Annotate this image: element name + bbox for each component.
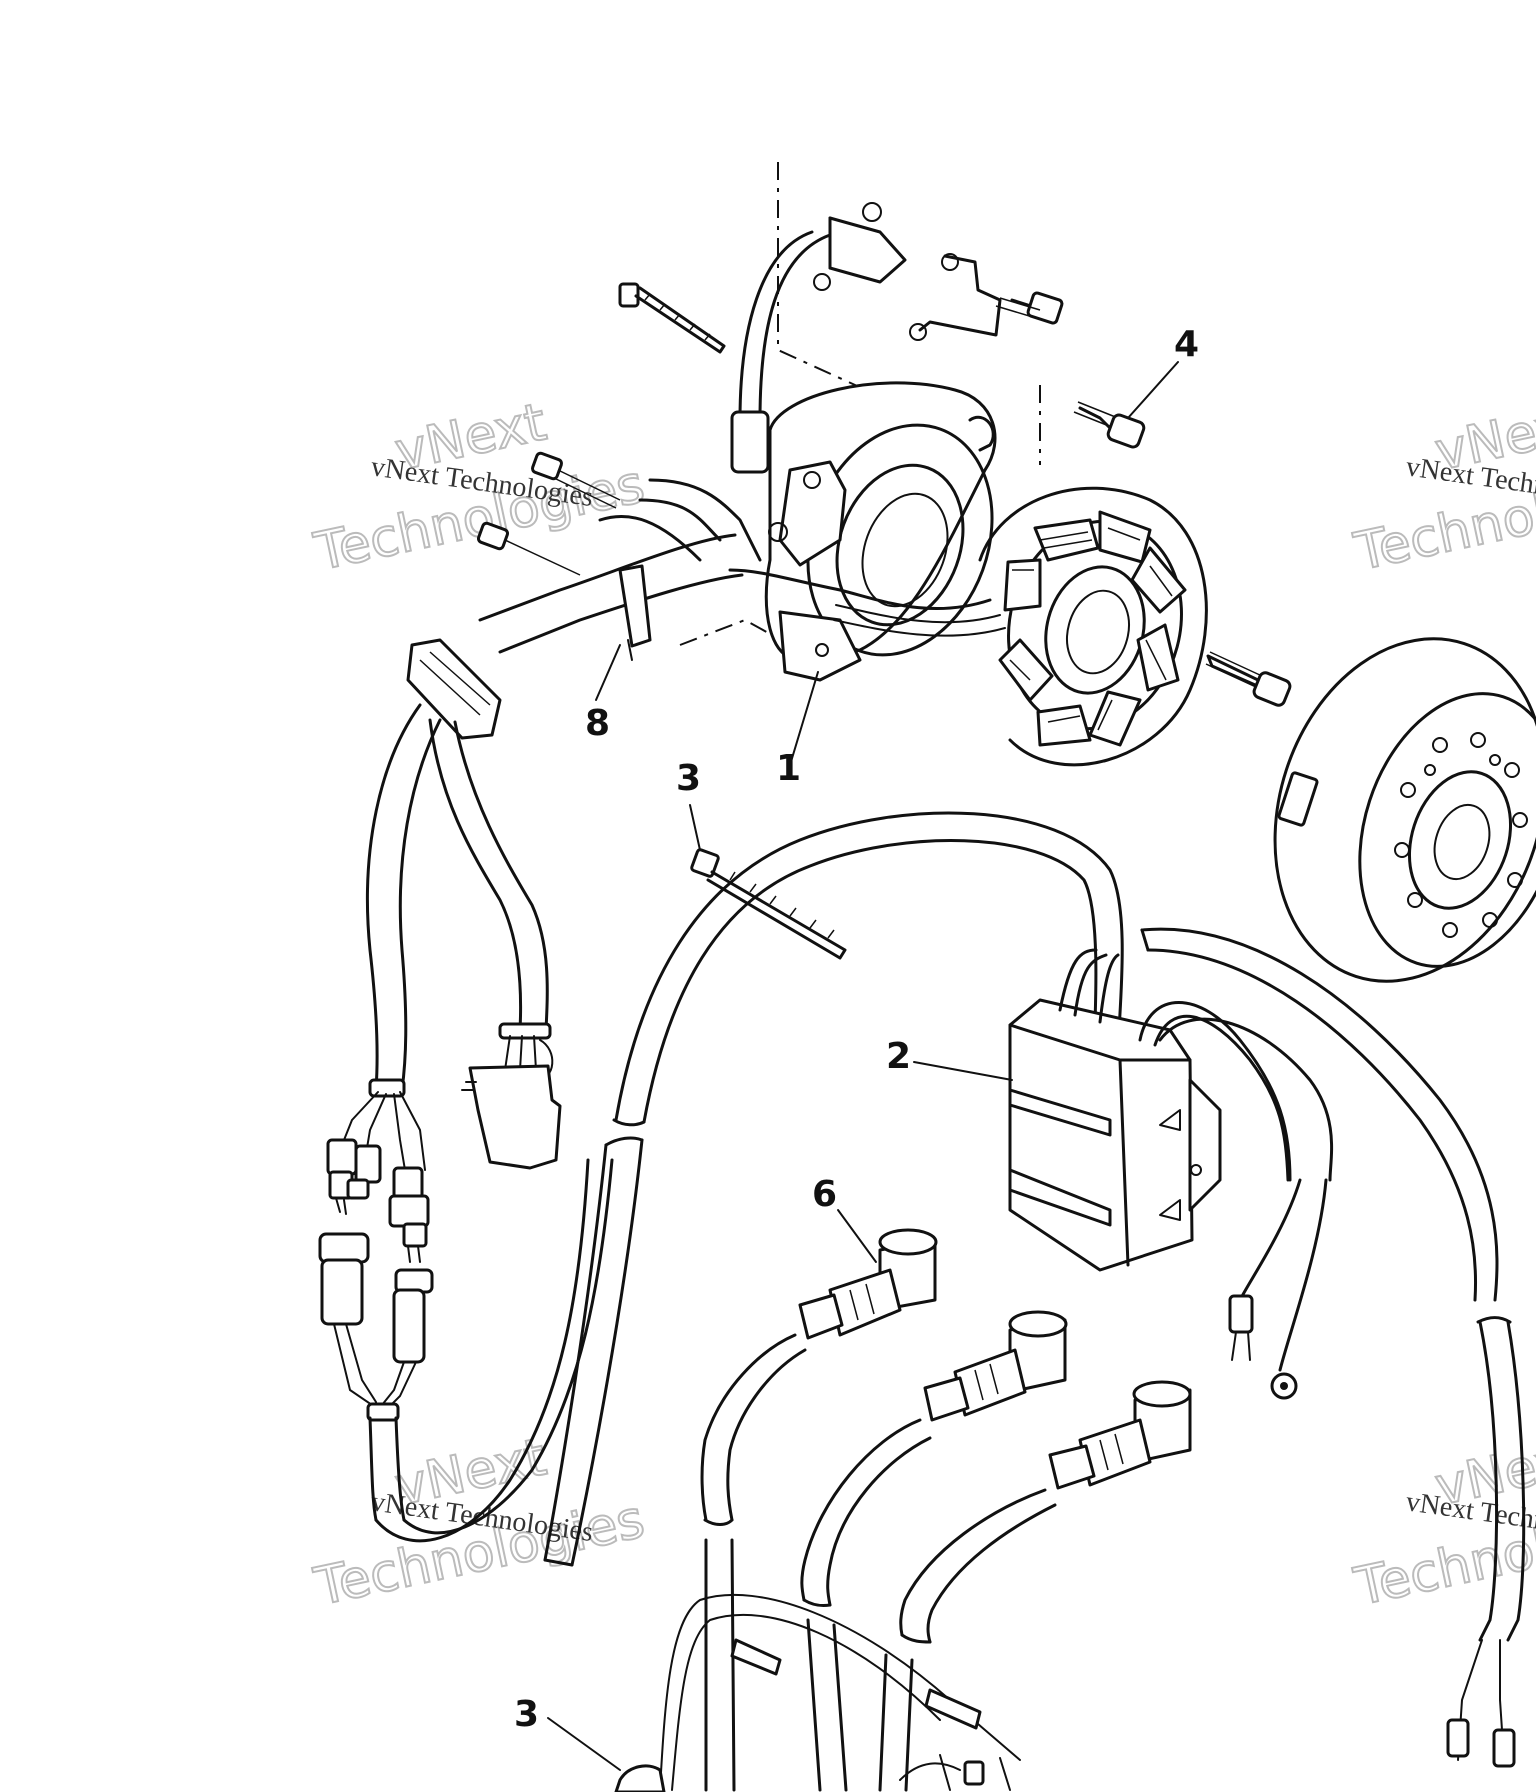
callout-1: 1 bbox=[776, 748, 801, 789]
cable-tie-upper bbox=[618, 282, 726, 354]
screw-stator bbox=[1205, 651, 1292, 707]
wire-clamp-8 bbox=[618, 564, 652, 661]
stator-wire-bundle bbox=[478, 478, 1006, 654]
callout-leaders bbox=[547, 361, 1179, 1771]
long-cable-upper bbox=[543, 811, 1124, 1567]
stator-base-plate bbox=[764, 381, 997, 682]
harness-lower-connectors bbox=[318, 1158, 614, 1543]
cable-tie-middle bbox=[690, 848, 847, 960]
ht-leads bbox=[700, 1333, 1057, 1792]
harness-branch-middle bbox=[428, 718, 562, 1170]
spark-plug-cap-1 bbox=[798, 1228, 938, 1340]
lower-harness-wires bbox=[659, 1593, 1021, 1791]
ignition-coil-bottom bbox=[543, 1558, 666, 1792]
screw-small-upper bbox=[530, 451, 621, 509]
callout-labels: 4 8 1 3 2 6 3 bbox=[514, 324, 1199, 1735]
stator-coil-assembly bbox=[978, 486, 1208, 767]
spark-plug-cap-3 bbox=[1048, 1380, 1192, 1490]
callout-4: 4 bbox=[1174, 324, 1199, 365]
flywheel-rotor bbox=[1273, 637, 1536, 983]
spark-plug-cap-2 bbox=[923, 1310, 1068, 1422]
watermark-top-left: vNext Technologies vNext Technologies bbox=[308, 391, 650, 583]
screw-4 bbox=[1073, 401, 1146, 449]
watermark-bottom-left: vNext Technologies vNext Technologies bbox=[308, 1426, 650, 1618]
callout-2: 2 bbox=[886, 1036, 911, 1077]
long-cable-right bbox=[1446, 1316, 1526, 1768]
watermark-bottom-right: vNext Technologies vNext Technologies bbox=[1348, 1426, 1536, 1618]
callout-6: 6 bbox=[812, 1174, 837, 1215]
harness-branch-left bbox=[326, 703, 442, 1263]
cdi-ground-leads bbox=[1228, 1178, 1328, 1400]
screw-small-lower bbox=[476, 521, 581, 576]
pickup-coil-assembly bbox=[730, 202, 1002, 474]
callout-3-top: 3 bbox=[676, 758, 701, 799]
harness-grommet bbox=[406, 638, 502, 740]
watermark-top-right: vNext Technologies vNext Technologies bbox=[1348, 391, 1536, 583]
cdi-unit bbox=[1008, 927, 1499, 1302]
callout-8: 8 bbox=[585, 703, 610, 744]
callout-3-bottom: 3 bbox=[514, 1694, 539, 1735]
flywheel-holes bbox=[1394, 732, 1528, 938]
screw-bracket bbox=[995, 291, 1064, 325]
